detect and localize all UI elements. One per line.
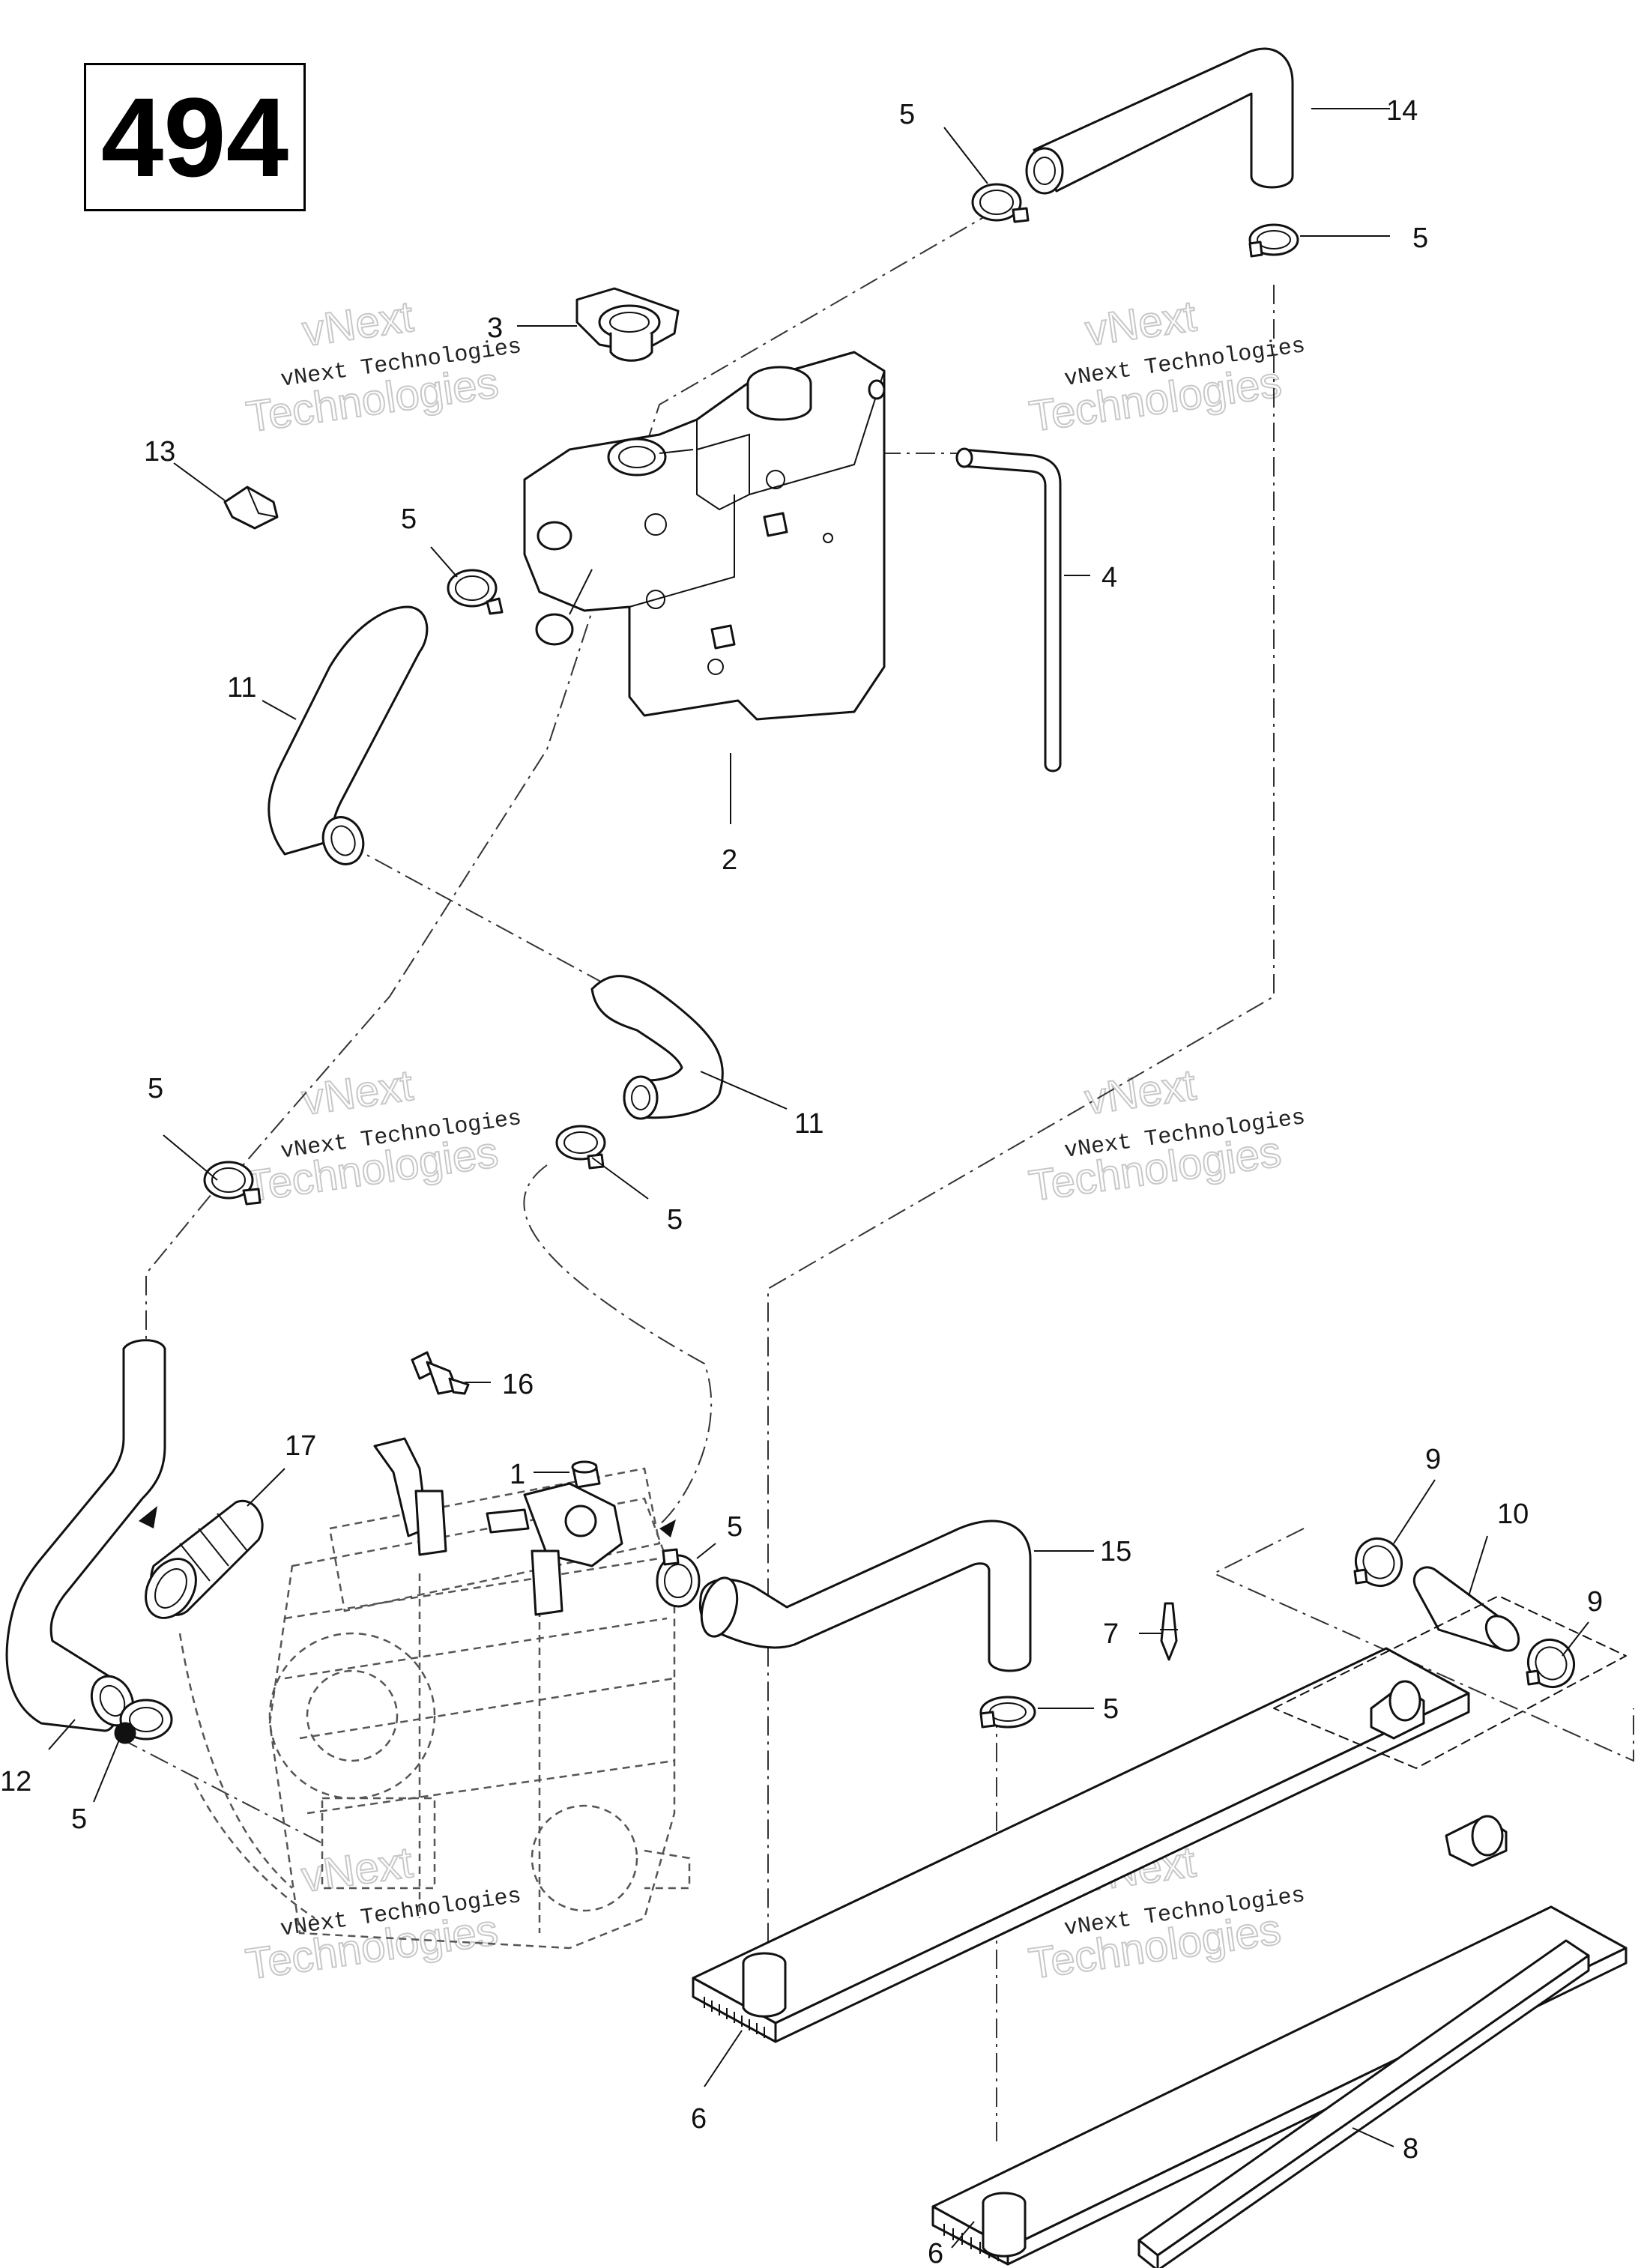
part-13-clip [223, 486, 279, 530]
callout-3: 3 [487, 312, 503, 344]
callout-5: 5 [727, 1511, 743, 1543]
watermark-top-left: vNext Technologies vNext Technologies [243, 291, 523, 443]
svg-text:vNext: vNext [300, 292, 417, 356]
clamp-5-f [656, 1548, 701, 1608]
clamp-9-b [1526, 1638, 1576, 1689]
part-11-hose-upper [268, 605, 429, 865]
part-6-radiator-left [692, 1647, 1470, 2043]
callouts: 5 14 5 3 13 5 4 11 2 5 11 5 16 17 1 5 15… [0, 95, 1603, 2268]
callout-5: 5 [1103, 1693, 1119, 1725]
callout-17: 17 [285, 1430, 316, 1462]
clamp-5-c [447, 569, 504, 615]
part-8-protector-strip [1137, 1939, 1590, 2268]
page-number: 494 [100, 73, 289, 200]
callout-2: 2 [722, 844, 737, 876]
watermark-bottom-left: vNext Technologies vNext Technologies [242, 1837, 523, 1990]
clamp-5-d [203, 1161, 262, 1206]
part-16-temperature-sensor [411, 1351, 470, 1395]
callout-6: 6 [928, 2238, 943, 2268]
callout-15: 15 [1100, 1536, 1131, 1567]
callout-5: 5 [71, 1803, 87, 1835]
callout-5: 5 [148, 1073, 163, 1104]
part-17-sleeve [145, 1499, 264, 1619]
part-12-engine-hose [5, 1339, 166, 1732]
callout-1: 1 [510, 1459, 525, 1490]
callout-4: 4 [1101, 562, 1117, 593]
engine-ghost [178, 1437, 691, 1950]
part-7-bleeder [1160, 1602, 1178, 1661]
part-11-hose-lower [590, 975, 724, 1120]
svg-text:vNext: vNext [299, 1061, 416, 1125]
callout-5: 5 [667, 1204, 683, 1236]
callout-6: 6 [691, 2103, 707, 2135]
svg-text:vNext: vNext [1082, 291, 1199, 355]
part-10-coupler [1412, 1566, 1520, 1652]
callout-5: 5 [1412, 223, 1428, 254]
clamp-5-b [1248, 223, 1299, 258]
watermark-top-right: vNext Technologies vNext Technologies [1026, 291, 1307, 442]
part-14-upper-hose [1025, 47, 1294, 195]
flow-arrows [139, 1506, 676, 1537]
part-1-plug [571, 1460, 601, 1489]
svg-text:vNext: vNext [1082, 1060, 1199, 1124]
callout-10: 10 [1497, 1499, 1529, 1530]
part-3-pressure-cap [575, 287, 680, 362]
callout-11: 11 [794, 1108, 823, 1140]
callout-5: 5 [401, 504, 417, 535]
svg-text:vNext: vNext [299, 1838, 416, 1902]
clamp-9-a [1353, 1537, 1403, 1588]
leader-lines [48, 108, 1589, 2249]
clamp-5-g [979, 1696, 1036, 1729]
part-2-coolant-tank [523, 351, 886, 721]
part-15-radiator-hose [698, 1519, 1032, 1672]
clamp-5-e [555, 1125, 606, 1170]
callout-9: 9 [1425, 1444, 1441, 1475]
callout-8: 8 [1403, 2133, 1418, 2165]
callout-16: 16 [502, 1369, 534, 1400]
callout-7: 7 [1103, 1618, 1119, 1650]
callout-12: 12 [0, 1766, 31, 1797]
callout-9: 9 [1587, 1586, 1603, 1618]
watermark-mid-right: vNext Technologies vNext Technologies [1025, 1059, 1307, 1212]
part-4-overflow-tube [955, 447, 1062, 772]
clamp-5-h [114, 1699, 173, 1744]
clamp-5-a [971, 183, 1030, 223]
watermark-mid-left: vNext Technologies vNext Technologies [242, 1060, 523, 1212]
callout-11: 11 [227, 672, 256, 704]
callout-5: 5 [899, 99, 915, 130]
page-number-box: 494 [84, 63, 306, 211]
callout-14: 14 [1386, 95, 1418, 127]
callout-13: 13 [144, 436, 175, 468]
